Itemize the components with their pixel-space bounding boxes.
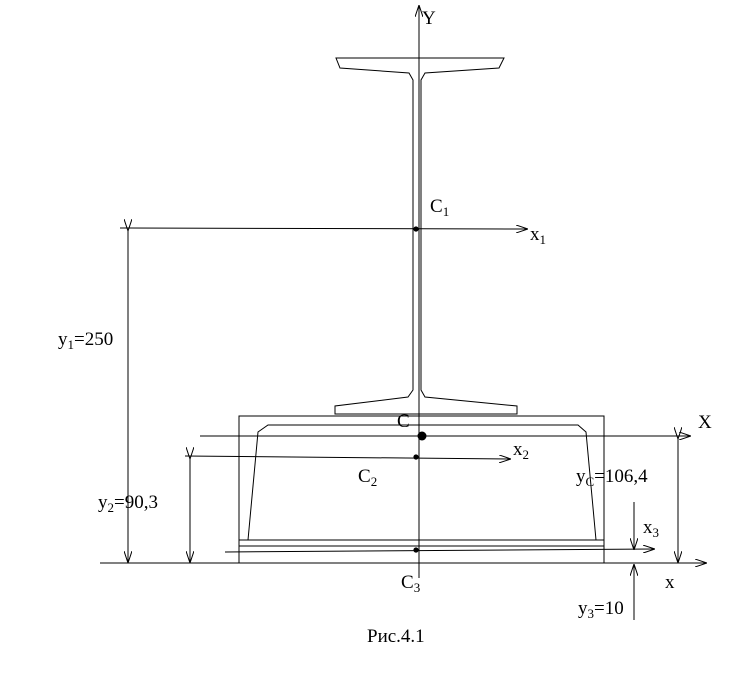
y3-dimension-label: y3=10 (578, 598, 624, 621)
i-beam-outline (334, 57, 518, 415)
i-beam-section (334, 57, 518, 415)
x-base-axis-label: x (665, 572, 675, 593)
yc-dimension-label: yC=106,4 (576, 466, 648, 489)
x2-axis-label: x2 (513, 439, 529, 462)
x2-axis-line (184, 456, 510, 459)
y1-dimension-label: y1=250 (58, 329, 113, 352)
centroid-c2-dot (413, 454, 419, 460)
centroid-c-label: C (397, 411, 410, 432)
centroid-c-dot (417, 431, 427, 441)
centroid-c3-dot (413, 547, 419, 553)
y-axis-label: Y (422, 8, 436, 29)
figure-caption: Рис.4.1 (367, 626, 425, 647)
y2-dimension-label: y2=90,3 (98, 492, 158, 515)
x3-axis-line (224, 549, 654, 552)
x3-axis-label: x3 (643, 517, 659, 540)
x-main-axis-label: X (698, 412, 712, 433)
centroid-c1-dot (413, 226, 419, 232)
x1-axis-line (119, 228, 527, 229)
channel-inner-outline (247, 424, 597, 541)
centroid-c2-label: C2 (358, 466, 377, 489)
centroid-c3-label: C3 (401, 572, 420, 595)
centroid-c1-label: C1 (430, 196, 449, 219)
x1-axis-label: x1 (530, 224, 546, 247)
